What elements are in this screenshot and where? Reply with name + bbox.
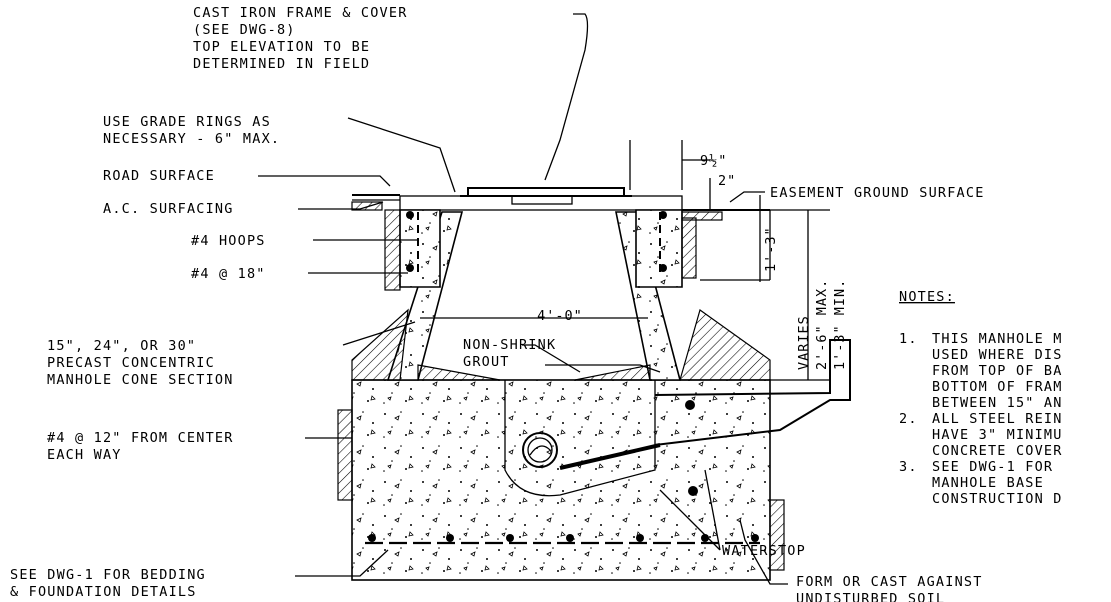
svg-text:EACH WAY: EACH WAY — [47, 447, 122, 463]
svg-text:FROM TOP OF BA: FROM TOP OF BA — [932, 363, 1063, 379]
label-easement: EASEMENT GROUND SURFACE — [770, 185, 985, 201]
svg-text:USE GRADE RINGS AS: USE GRADE RINGS AS — [103, 114, 271, 130]
outlet-pipe — [559, 339, 851, 470]
ground-lines — [351, 194, 770, 291]
label-frame-cover: CAST IRON FRAME & COVER (SEE DWG-8) TOP … — [193, 5, 408, 72]
svg-text:USED WHERE DIS: USED WHERE DIS — [932, 347, 1063, 363]
svg-text:PRECAST CONCENTRIC: PRECAST CONCENTRIC — [47, 355, 215, 371]
svg-text:CONCRETE COVER: CONCRETE COVER — [932, 443, 1063, 459]
notes-heading: NOTES: — [899, 289, 955, 305]
svg-text:HAVE 3" MINIMU: HAVE 3" MINIMU — [932, 427, 1063, 443]
note-1-num: 1. — [899, 331, 918, 347]
manhole-cone-section — [351, 211, 771, 381]
svg-text:BOTTOM OF FRAM: BOTTOM OF FRAM — [932, 379, 1063, 395]
label-grout: NON-SHRINK GROUT — [463, 337, 556, 370]
svg-text:ALL STEEL REIN: ALL STEEL REIN — [932, 411, 1063, 427]
label-road-surface: ROAD SURFACE — [103, 168, 215, 184]
svg-text:BETWEEN 15" AN: BETWEEN 15" AN — [932, 395, 1063, 411]
svg-text:CAST IRON FRAME & COVER: CAST IRON FRAME & COVER — [193, 5, 408, 21]
svg-text:SEE DWG-1 FOR BEDDING: SEE DWG-1 FOR BEDDING — [10, 567, 206, 583]
svg-text:15", 24", OR 30": 15", 24", OR 30" — [47, 338, 196, 354]
label-bedding: SEE DWG-1 FOR BEDDING & FOUNDATION DETAI… — [10, 567, 206, 600]
dim-ground-offset: 2" — [718, 173, 736, 189]
label-cone-section: 15", 24", OR 30" PRECAST CONCENTRIC MANH… — [47, 338, 234, 388]
svg-text:DETERMINED IN FIELD: DETERMINED IN FIELD — [193, 56, 370, 72]
dim-varies-min: 1'-3" MIN. — [832, 279, 848, 370]
note-3-num: 3. — [899, 459, 918, 475]
svg-text:UNDISTURBED SOIL: UNDISTURBED SOIL — [796, 591, 945, 602]
dimension-lines — [420, 140, 830, 381]
svg-text:FORM OR CAST AGAINST: FORM OR CAST AGAINST — [796, 574, 983, 590]
svg-text:NON-SHRINK: NON-SHRINK — [463, 337, 556, 353]
svg-text:GROUT: GROUT — [463, 354, 510, 370]
dim-varies: VARIES — [796, 315, 812, 370]
label-rebar-18: #4 @ 18" — [191, 266, 266, 282]
note-2-num: 2. — [899, 411, 918, 427]
manhole-base — [351, 379, 771, 581]
rebar-collar — [406, 211, 667, 275]
dim-varies-max: 2'-6" MAX. — [814, 279, 830, 370]
svg-text:MANHOLE BASE: MANHOLE BASE — [932, 475, 1044, 491]
svg-text:NECESSARY - 6" MAX.: NECESSARY - 6" MAX. — [103, 131, 280, 147]
leader-lines — [258, 13, 788, 585]
svg-text:(SEE DWG-8): (SEE DWG-8) — [193, 22, 296, 38]
label-hoops: #4 HOOPS — [191, 233, 266, 249]
svg-text:THIS MANHOLE M: THIS MANHOLE M — [932, 331, 1063, 347]
dim-width-top: 9½" — [700, 153, 727, 169]
svg-text:CONSTRUCTION D: CONSTRUCTION D — [932, 491, 1063, 507]
svg-text:MANHOLE CONE SECTION: MANHOLE CONE SECTION — [47, 372, 234, 388]
svg-text:#4 @ 12" FROM CENTER: #4 @ 12" FROM CENTER — [47, 430, 234, 446]
dim-diameter: 4'-0" — [537, 308, 583, 324]
label-rebar-12: #4 @ 12" FROM CENTER EACH WAY — [47, 430, 234, 463]
label-ac-surfacing: A.C. SURFACING — [103, 201, 234, 217]
label-grade-rings: USE GRADE RINGS AS NECESSARY - 6" MAX. — [103, 114, 280, 147]
svg-text:& FOUNDATION DETAILS: & FOUNDATION DETAILS — [10, 584, 197, 600]
soil-hatch — [337, 409, 785, 571]
dim-depth: 1'-3" — [763, 226, 779, 272]
rebar-base — [365, 400, 760, 545]
inlet-pipe — [522, 432, 558, 468]
label-form: FORM OR CAST AGAINST UNDISTURBED SOIL — [796, 574, 983, 602]
svg-text:TOP ELEVATION TO BE: TOP ELEVATION TO BE — [193, 39, 370, 55]
notes-block: NOTES: 1. THIS MANHOLE M USED WHERE DIS … — [899, 289, 1063, 507]
svg-text:SEE DWG-1 FOR: SEE DWG-1 FOR — [932, 459, 1053, 475]
label-waterstop: WATERSTOP — [722, 543, 806, 559]
